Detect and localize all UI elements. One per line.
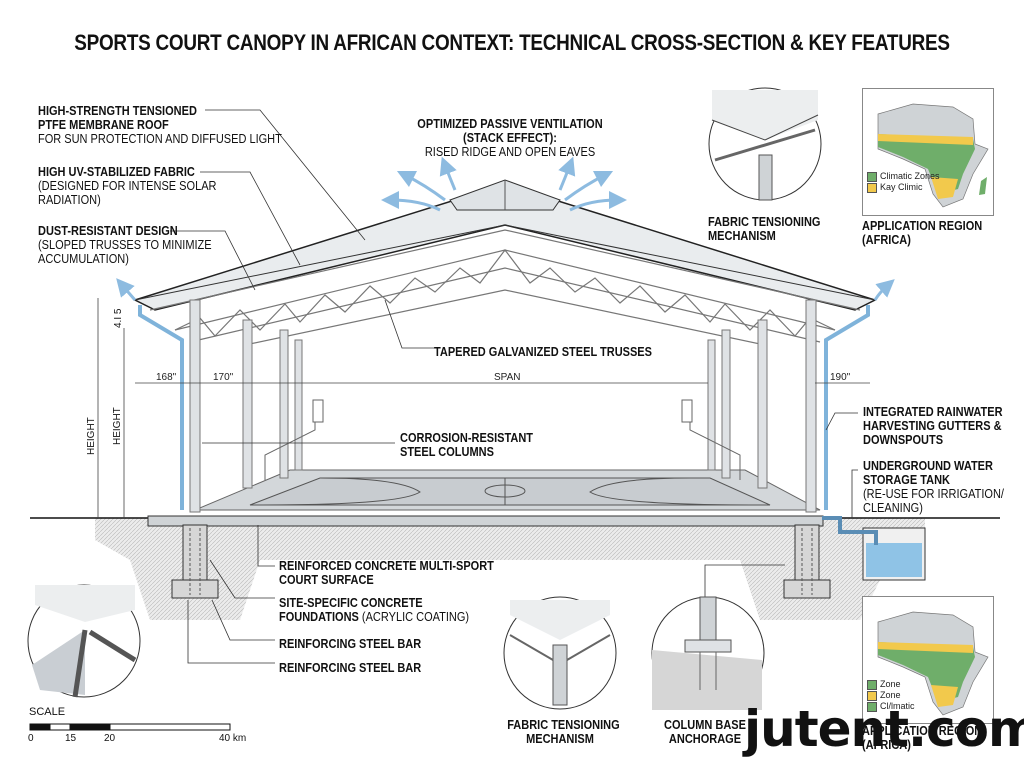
- legend-item: Zone: [867, 690, 915, 701]
- ridge-vent: [449, 179, 561, 211]
- legend-swatch: [867, 182, 877, 193]
- callout-foundations: SITE-SPECIFIC CONCRETE FOUNDATIONS (ACRY…: [279, 596, 469, 624]
- callout-title: CORROSION-RESISTANT: [400, 431, 534, 445]
- callout-title: STORAGE TANK: [863, 473, 950, 487]
- water-tank: [822, 516, 926, 581]
- scale-tick: 0: [28, 733, 34, 744]
- detail-caption-tension-top: FABRIC TENSIONING MECHANISM: [708, 215, 821, 243]
- callout-desc: CLEANING): [863, 501, 923, 515]
- callout-desc: RADIATION): [38, 193, 101, 207]
- callout-title: HIGH-STRENGTH TENSIONED: [38, 104, 197, 118]
- callout-desc: (ACRYLIC COATING): [361, 610, 470, 624]
- legend-item: Kay Climic: [867, 182, 940, 193]
- dim-height-outer: HEIGHT: [86, 417, 97, 455]
- callout-title: HIGH UV-STABILIZED FABRIC: [38, 165, 195, 179]
- foundation-right: [783, 524, 831, 599]
- detail-caption-column-base: COLUMN BASE ANCHORAGE: [664, 718, 746, 746]
- dim-left-inner: 170": [213, 372, 234, 383]
- trusses: [149, 229, 861, 346]
- callout-ventilation: OPTIMIZED PASSIVE VENTILATION (STACK EFF…: [404, 117, 615, 159]
- callout-water-tank: UNDERGROUND WATER STORAGE TANK (RE-USE F…: [863, 459, 1004, 515]
- callout-title: REINFORCING STEEL BAR: [279, 637, 422, 651]
- scale-title: SCALE: [29, 706, 66, 718]
- africa-shape: [877, 611, 989, 716]
- steel-columns: [189, 299, 817, 513]
- callout-title: (STACK EFFECT):: [463, 131, 557, 145]
- basketball-hoops: [264, 399, 741, 480]
- detail-caption-tension-bottom: FABRIC TENSIONING MECHANISM: [507, 718, 620, 746]
- legend-item: Climatic Zones: [867, 171, 940, 182]
- detail-circle-tension-top: [708, 87, 822, 201]
- callout-desc: FOR SUN PROTECTION AND DIFFUSED LIGHT: [38, 132, 282, 146]
- callout-title: STEEL COLUMNS: [400, 445, 494, 459]
- downspouts: [138, 305, 870, 510]
- court-slab: [147, 515, 824, 527]
- callout-court-surface: REINFORCED CONCRETE MULTI-SPORT COURT SU…: [279, 559, 494, 587]
- scale-tick: 15: [65, 733, 77, 744]
- scale-bar: [29, 723, 231, 731]
- callout-rebar-2: REINFORCING STEEL BAR: [279, 661, 421, 675]
- callout-title: OPTIMIZED PASSIVE VENTILATION: [417, 117, 603, 131]
- callout-title: TAPERED GALVANIZED STEEL TRUSSES: [434, 345, 652, 359]
- legend-swatch: [867, 679, 877, 690]
- callout-title: UNDERGROUND WATER: [863, 459, 993, 473]
- callout-rainwater: INTEGRATED RAINWATER HARVESTING GUTTERS …: [863, 405, 1003, 447]
- africa-map-bottom: Zone Zone Cl/lmatic: [862, 596, 994, 724]
- watermark: jutent.com: [744, 700, 1024, 758]
- dim-height-inner: HEIGHT: [112, 407, 123, 445]
- detail-circle-tension-bottom-mid: [503, 596, 617, 710]
- africa-map-top: Climatic Zones Kay Climic: [862, 88, 994, 216]
- callout-columns: CORROSION-RESISTANT STEEL COLUMNS: [400, 431, 533, 459]
- callout-title: SITE-SPECIFIC CONCRETE: [279, 596, 423, 610]
- callout-rebar-1: REINFORCING STEEL BAR: [279, 637, 421, 651]
- dim-left-outer: 168": [156, 372, 177, 383]
- callout-desc: (SLOPED TRUSSES TO MINIMIZE: [38, 238, 212, 252]
- callout-title: INTEGRATED RAINWATER: [863, 405, 1003, 419]
- callout-desc: (DESIGNED FOR INTENSE SOLAR: [38, 179, 217, 193]
- scale-tick: 20: [104, 733, 116, 744]
- callout-title: PTFE MEMBRANE ROOF: [38, 118, 169, 132]
- callout-title: FOUNDATIONS: [279, 610, 359, 624]
- africa-shape: [877, 103, 989, 208]
- legend-swatch: [867, 701, 877, 712]
- callout-desc: RISED RIDGE AND OPEN EAVES: [424, 145, 596, 159]
- callout-title: DUST-RESISTANT DESIGN: [38, 224, 178, 238]
- map-caption-top: APPLICATION REGION (AFRICA): [862, 219, 983, 247]
- legend-item: Cl/lmatic: [867, 701, 915, 712]
- foundation-left: [171, 524, 219, 599]
- callout-trusses: TAPERED GALVANIZED STEEL TRUSSES: [434, 345, 652, 359]
- detail-circle-column-base: [651, 596, 765, 710]
- callout-title: COURT SURFACE: [279, 573, 374, 587]
- callout-title: REINFORCED CONCRETE MULTI-SPORT: [279, 559, 494, 573]
- leader-lines: [170, 109, 858, 664]
- callout-ptfe-roof: HIGH-STRENGTH TENSIONED PTFE MEMBRANE RO…: [38, 104, 282, 146]
- dim-eave: 4.I 5: [113, 308, 124, 328]
- callout-title: HARVESTING GUTTERS &: [863, 419, 1002, 433]
- callout-title: REINFORCING STEEL BAR: [279, 661, 422, 675]
- dim-span: SPAN: [494, 372, 521, 383]
- callout-desc: (RE-USE FOR IRRIGATION/: [863, 487, 1004, 501]
- callout-desc: ACCUMULATION): [38, 252, 129, 266]
- ventilation-arrows: [116, 156, 895, 301]
- callout-title: DOWNSPOUTS: [863, 433, 944, 447]
- callout-dust-resistant: DUST-RESISTANT DESIGN (SLOPED TRUSSES TO…: [38, 224, 212, 266]
- court-floor: [194, 469, 821, 511]
- legend-swatch: [867, 690, 877, 701]
- map-legend-bottom: Zone Zone Cl/lmatic: [867, 679, 915, 712]
- scale-tick: 40 km: [219, 733, 247, 744]
- page-title: SPORTS COURT CANOPY IN AFRICAN CONTEXT: …: [74, 30, 950, 55]
- legend-swatch: [867, 171, 877, 182]
- detail-circle-tension-bottom-left: [27, 584, 141, 698]
- callout-uv-fabric: HIGH UV-STABILIZED FABRIC (DESIGNED FOR …: [38, 165, 216, 207]
- dim-right: 190": [830, 372, 851, 383]
- map-legend-top: Climatic Zones Kay Climic: [867, 171, 940, 193]
- map-caption-bottom: APPLICATION REGION (AFRICA): [862, 724, 983, 752]
- dimension-lines: [97, 298, 870, 518]
- legend-item: Zone: [867, 679, 915, 690]
